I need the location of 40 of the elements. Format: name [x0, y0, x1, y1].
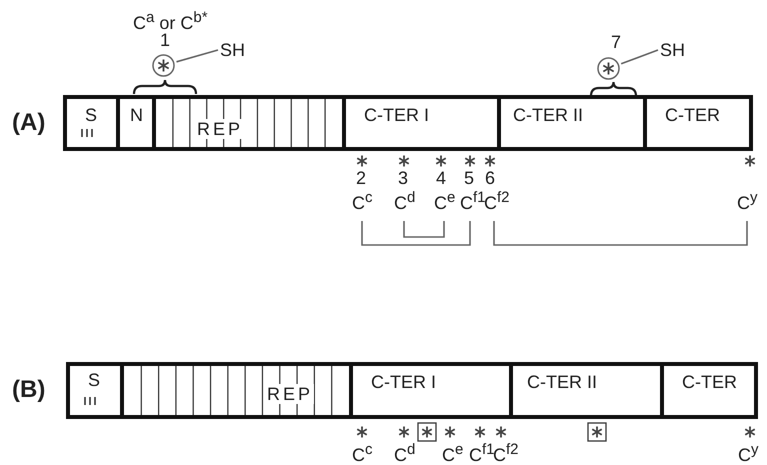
domain-label: N — [130, 105, 143, 125]
residue-label: SH — [220, 40, 246, 60]
domain-label: C-TER — [665, 105, 720, 125]
residue-label: C$^{c}$ — [352, 440, 372, 465]
panel-label: (A) — [12, 110, 46, 136]
disulfide-bracket — [403, 221, 445, 238]
position-number: 1 — [160, 30, 170, 50]
residue-label: C$^{f2}$ — [493, 440, 519, 465]
domain-label: S — [85, 105, 98, 125]
residue-label: C$^{f1}$ — [460, 188, 486, 213]
residue-label: C$^{e}$ — [434, 188, 456, 213]
domain-label: S — [88, 370, 100, 390]
position-number: 4 — [436, 168, 446, 188]
domain-label: C-TER — [682, 372, 737, 392]
position-number: 3 — [398, 168, 408, 188]
domain-label: C-TER II — [513, 105, 583, 125]
position-number: 5 — [464, 168, 474, 188]
residue-label: C$^{d}$ — [394, 188, 416, 213]
domain-label: C-TER I — [364, 105, 429, 125]
domain-label: C-TER II — [527, 372, 597, 392]
residue-label: C$^{y}$ — [738, 440, 758, 465]
disulfide-bracket — [361, 221, 471, 246]
residue-label: C$^{e}$ — [442, 440, 464, 465]
residue-label: C$^{f2}$ — [484, 188, 510, 213]
circled-asterisk — [152, 54, 175, 77]
domain-label: C-TER I — [371, 372, 436, 392]
residue-label: SH — [660, 40, 686, 60]
leader-line — [176, 49, 218, 63]
leader-line — [620, 49, 658, 65]
residue-label: C$^{a}$ or C$^{b*}$ — [133, 8, 208, 33]
disulfide-bracket — [493, 221, 748, 246]
circled-asterisk — [597, 57, 620, 80]
residue-label: C$^{y}$ — [737, 188, 758, 213]
position-number: 6 — [485, 168, 496, 188]
position-number: 2 — [356, 168, 366, 188]
position-number: 7 — [611, 32, 622, 52]
panel-label: (B) — [12, 377, 46, 403]
residue-label: C$^{d}$ — [394, 440, 416, 465]
residue-label: C$^{c}$ — [352, 188, 372, 213]
residue-label: C$^{f1}$ — [469, 440, 495, 465]
